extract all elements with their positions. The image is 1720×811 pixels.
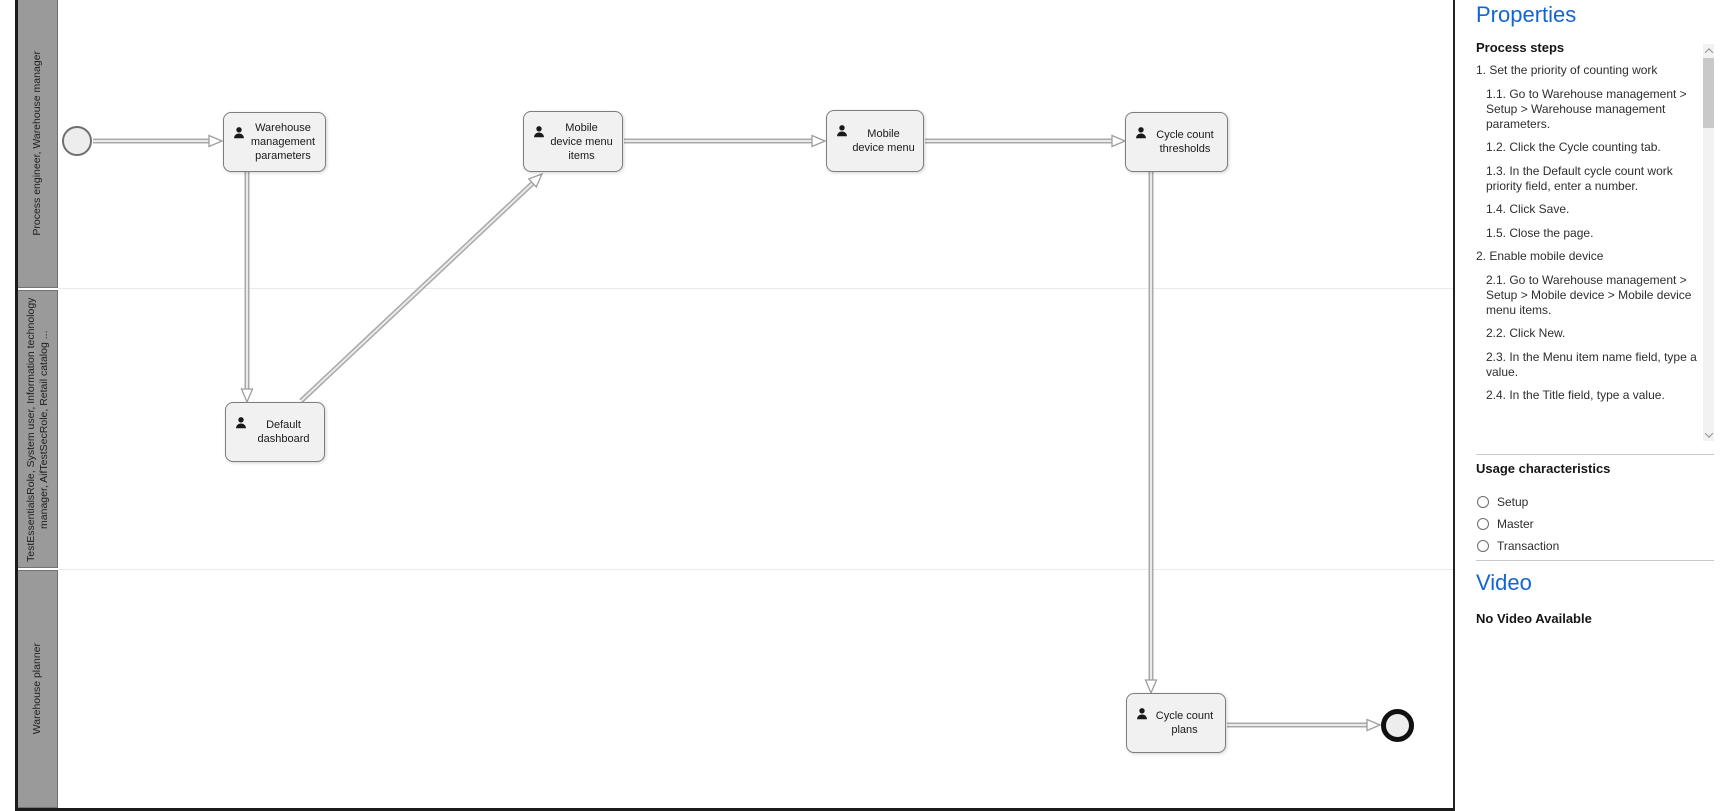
task-mobile-device-menu-items[interactable]: Mobile device menu items [523,111,623,172]
chevron-up-icon [1704,47,1713,57]
task-label: Cycle count thresholds [1156,129,1214,155]
flow-mobile-menu-items-to-mobile-menu [624,134,827,148]
process-steps-heading: Process steps [1476,40,1565,55]
flow-default-dashboard-to-mobile-menu-items [299,172,544,403]
swimlane-header-2: TestEssentialsRole, System user, Informa… [18,290,58,568]
person-icon [234,127,244,139]
process-step: 2.3. In the Menu item name field, type a… [1486,349,1697,379]
pool-left-border [15,0,18,811]
radio-circle-icon [1477,496,1489,508]
process-diagram-canvas: Warehouse management parameters Mobile d… [62,110,1414,753]
person-icon [1136,127,1146,139]
lane-separator [59,569,1453,570]
process-step: 2.4. In the Title field, type a value. [1486,388,1665,402]
video-heading: Video [1476,570,1532,595]
pool-bottom-border [15,808,1454,811]
section-divider [1476,560,1714,561]
swimlane-header-3: Warehouse planner [18,570,58,808]
process-step: 1. Set the priority of counting work [1476,63,1658,77]
radio-setup[interactable]: Setup [1477,495,1528,509]
task-warehouse-management-parameters[interactable]: Warehouse management parameters [223,112,326,172]
flow-warehouse-parameters-to-default-dashboard [240,172,254,404]
properties-panel: Properties Process steps 1. Set the prio… [1455,0,1720,811]
task-cycle-count-plans[interactable]: Cycle count plans [1126,693,1226,753]
no-video-status: No Video Available [1476,611,1592,626]
steps-scrollbar[interactable] [1703,44,1714,441]
task-label: Default dashboard [257,419,310,445]
usage-characteristics-heading: Usage characteristics [1476,461,1611,476]
task-mobile-device-menu[interactable]: Mobile device menu [826,110,924,172]
process-step: 1.1. Go to Warehouse management > Setup … [1486,86,1687,131]
radio-transaction[interactable]: Transaction [1477,539,1559,553]
chevron-down-icon [1704,428,1713,438]
task-default-dashboard[interactable]: Default dashboard [225,402,325,462]
lane-separator [59,288,1453,289]
radio-label: Master [1497,517,1534,531]
process-step: 2.1. Go to Warehouse management > Setup … [1486,272,1692,317]
flow-start-to-warehouse-parameters [93,134,224,148]
task-label: Mobile device menu [852,128,915,154]
process-steps-list: 1. Set the priority of counting work 1.1… [1476,63,1698,441]
process-step: 1.5. Close the page. [1486,225,1594,240]
flow-plans-to-end [1227,718,1382,732]
connector-layer [93,134,1382,732]
radio-circle-icon [1477,518,1489,530]
swimlane-header-1: Process engineer, Warehouse manager [18,0,58,288]
radio-master[interactable]: Master [1477,517,1534,531]
person-icon [1137,708,1147,720]
radio-label: Transaction [1497,539,1560,553]
process-step: 2.2. Click New. [1486,326,1566,340]
flow-thresholds-to-plans [1144,172,1158,695]
person-icon [236,417,246,429]
task-label: Mobile device menu items [550,121,613,162]
task-label: Warehouse management parameters [250,122,316,162]
process-step: 1.3. In the Default cycle count work pri… [1486,163,1673,193]
scrollbar-thumb[interactable] [1703,58,1714,128]
radio-circle-icon [1477,540,1489,552]
scroll-up-button[interactable] [1703,44,1714,57]
panel-border [1453,0,1455,811]
person-icon [534,126,544,138]
task-cycle-count-thresholds[interactable]: Cycle count thresholds [1125,112,1228,172]
properties-title: Properties [1476,2,1577,27]
task-label: Cycle count plans [1155,710,1214,736]
start-event-circle[interactable] [62,126,92,156]
process-step: 1.4. Click Save. [1486,202,1570,216]
scroll-down-button[interactable] [1703,428,1714,441]
process-step: 2. Enable mobile device [1476,249,1604,263]
flow-mobile-menu-to-thresholds [925,134,1127,148]
section-divider [1476,454,1714,455]
person-icon [837,125,847,137]
end-event-circle[interactable] [1381,709,1414,742]
radio-label: Setup [1497,495,1529,509]
process-step: 1.2. Click the Cycle counting tab. [1486,140,1661,154]
